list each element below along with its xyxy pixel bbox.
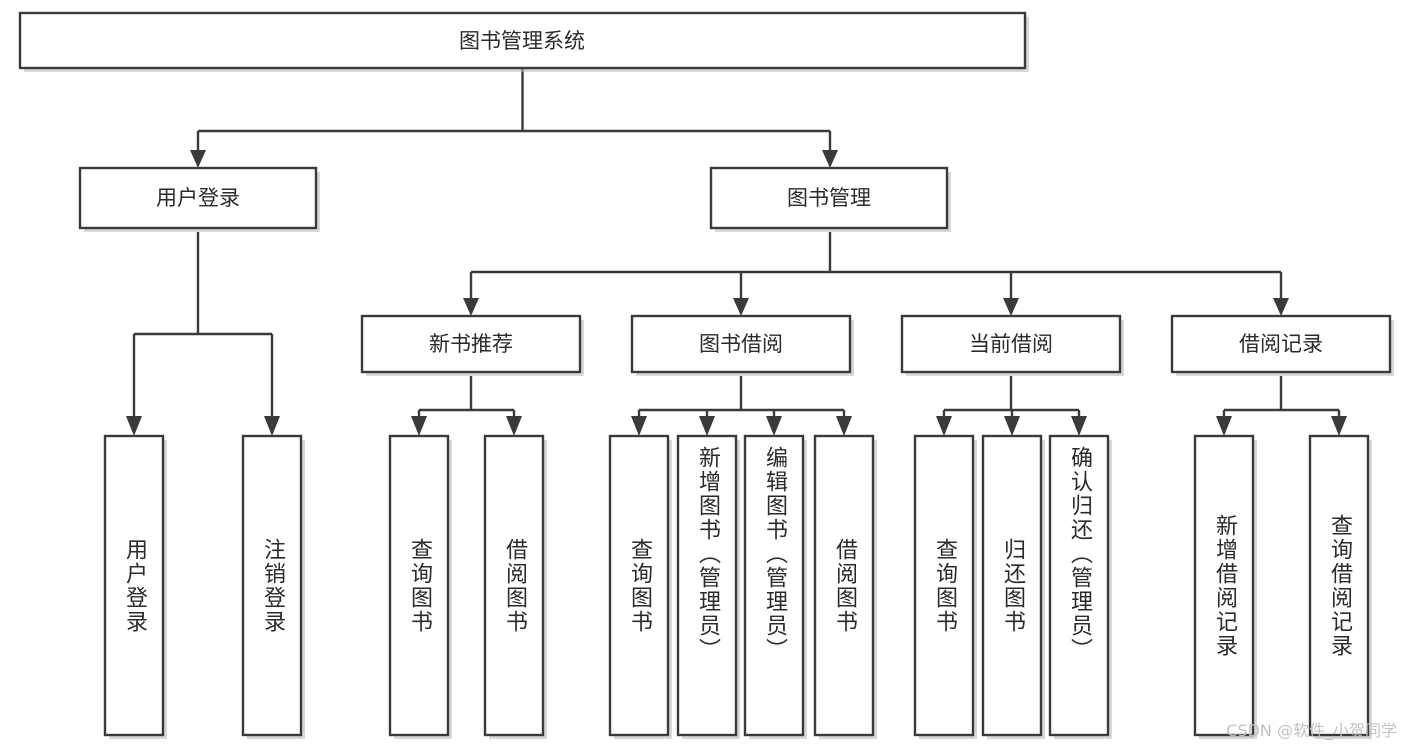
arrow-head-book-mgmt bbox=[822, 150, 838, 168]
node-user-login[interactable]: 用户登录 bbox=[78, 166, 320, 232]
leaf-add-book-admin-box bbox=[676, 434, 738, 737]
leaf-borrow-book-1[interactable] bbox=[483, 434, 547, 739]
node-book-management[interactable]: 图书管理 bbox=[709, 166, 951, 232]
current-borrow-label: 当前借阅 bbox=[969, 332, 1053, 356]
node-library-management-system[interactable]: 图书管理系统 bbox=[18, 11, 1029, 72]
node-current-borrow[interactable]: 当前借阅 bbox=[900, 314, 1124, 376]
arrow-head-leaf-add-borrow-record bbox=[1216, 416, 1232, 436]
leaf-edit-book-admin[interactable] bbox=[743, 434, 807, 739]
arrow-head-leaf-borrow-book-1 bbox=[506, 416, 522, 436]
leaf-logout-login-box bbox=[241, 434, 303, 737]
arrow-head-new-book bbox=[463, 298, 479, 316]
leaf-query-book-1[interactable] bbox=[388, 434, 452, 739]
arrow-head-leaf-add-book-admin bbox=[699, 416, 715, 436]
arrow-head-leaf-query-book-2 bbox=[631, 416, 647, 436]
leaf-query-book-2-box bbox=[608, 434, 670, 737]
book-borrow-label: 图书借阅 bbox=[699, 332, 783, 356]
node-book-borrow[interactable]: 图书借阅 bbox=[630, 314, 854, 376]
book-mgmt-box bbox=[709, 166, 949, 230]
node-new-book-recommend[interactable]: 新书推荐 bbox=[360, 314, 584, 376]
leaf-user-login-box bbox=[103, 434, 165, 737]
book-mgmt-label: 图书管理 bbox=[787, 186, 871, 210]
leaf-query-borrow-record-box bbox=[1308, 434, 1370, 737]
user-login-label: 用户登录 bbox=[156, 186, 240, 210]
arrow-head-leaf-confirm-return bbox=[1071, 416, 1087, 436]
leaf-return-book-box bbox=[981, 434, 1043, 737]
arrow-head-leaf-return-book bbox=[1004, 416, 1020, 436]
leaf-query-book-2[interactable] bbox=[608, 434, 672, 739]
connector-group bbox=[126, 68, 1347, 436]
arrow-head-borrow-record bbox=[1273, 298, 1289, 316]
arrow-head-book-borrow bbox=[733, 298, 749, 316]
leaf-query-borrow-record[interactable] bbox=[1308, 434, 1372, 739]
root-box bbox=[18, 11, 1027, 70]
leaf-query-book-3[interactable] bbox=[913, 434, 977, 739]
leaf-borrow-book-2-box bbox=[813, 434, 875, 737]
root-label: 图书管理系统 bbox=[459, 29, 585, 53]
arrow-head-leaf-query-book-1 bbox=[411, 416, 427, 436]
leaf-add-book-admin[interactable] bbox=[676, 434, 740, 739]
arrow-head-leaf-borrow-book-2 bbox=[836, 416, 852, 436]
user-login-box bbox=[78, 166, 318, 230]
leaf-add-borrow-record-box bbox=[1193, 434, 1255, 737]
arrow-head-leaf-user-login bbox=[126, 416, 142, 436]
arrow-head-current-borrow bbox=[1003, 298, 1019, 316]
arrow-head-leaf-edit-book-admin bbox=[766, 416, 782, 436]
leaf-edit-book-admin-box bbox=[743, 434, 805, 737]
book-borrow-box bbox=[630, 314, 852, 374]
leaf-return-book[interactable] bbox=[981, 434, 1045, 739]
leaf-borrow-book-1-box bbox=[483, 434, 545, 737]
leaf-confirm-return-admin[interactable] bbox=[1048, 434, 1112, 739]
leaf-confirm-return-box bbox=[1048, 434, 1110, 737]
leaf-logout-login[interactable] bbox=[241, 434, 305, 739]
arrow-head-user-login bbox=[190, 150, 206, 168]
arrow-head-leaf-logout-login bbox=[264, 416, 280, 436]
leaf-borrow-book-2[interactable] bbox=[813, 434, 877, 739]
arrow-head-leaf-query-borrow-record bbox=[1331, 416, 1347, 436]
leaf-user-login[interactable] bbox=[103, 434, 167, 739]
node-borrow-record[interactable]: 借阅记录 bbox=[1170, 314, 1394, 376]
borrow-record-box bbox=[1170, 314, 1392, 374]
leaf-query-book-3-box bbox=[913, 434, 975, 737]
leaf-add-borrow-record[interactable] bbox=[1193, 434, 1257, 739]
leaf-query-book-1-box bbox=[388, 434, 450, 737]
borrow-record-label: 借阅记录 bbox=[1239, 332, 1323, 356]
new-book-box bbox=[360, 314, 582, 374]
current-borrow-box bbox=[900, 314, 1122, 374]
new-book-label: 新书推荐 bbox=[429, 332, 513, 356]
arrow-head-leaf-query-book-3 bbox=[936, 416, 952, 436]
